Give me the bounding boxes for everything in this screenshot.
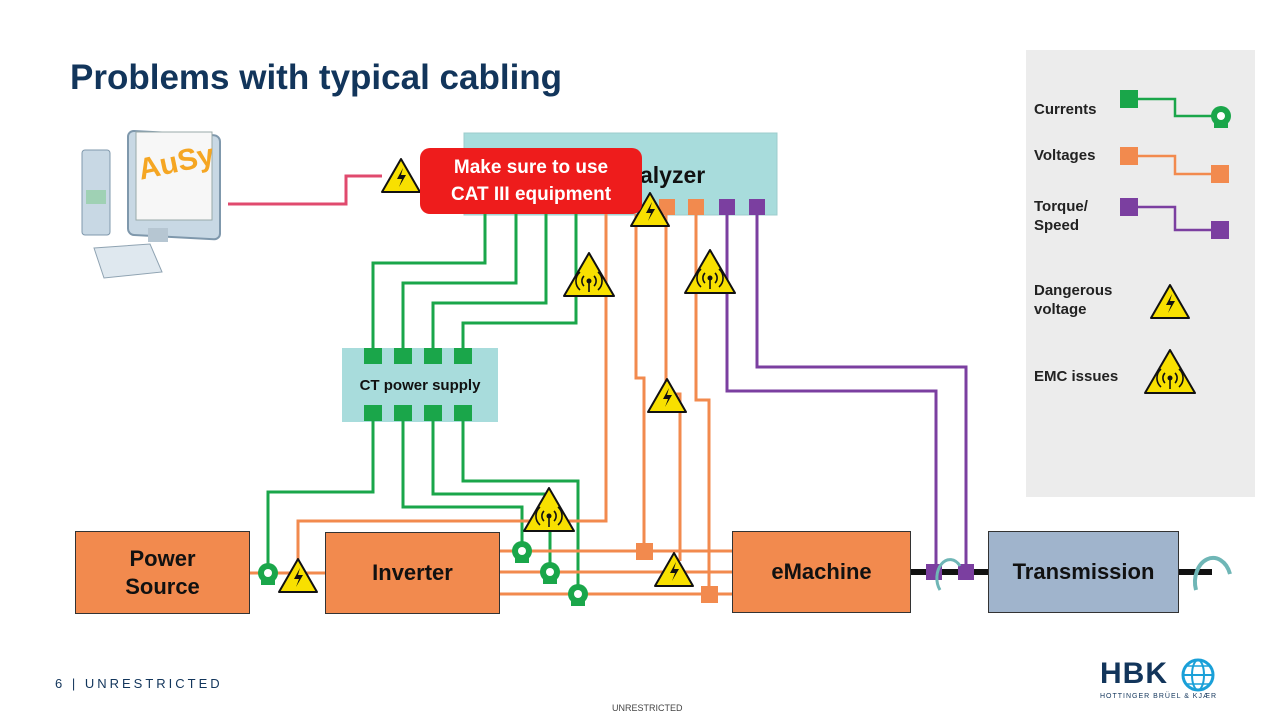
legend-currents: Currents bbox=[1034, 101, 1097, 118]
torque-speed-wires bbox=[725, 214, 968, 572]
current-wires-upper bbox=[371, 214, 578, 348]
voltage-tap-points bbox=[636, 543, 718, 603]
hbk-logo: HBK bbox=[1100, 657, 1168, 690]
inverter-box: Inverter bbox=[325, 532, 500, 614]
drive-shaft bbox=[911, 556, 1232, 591]
transmission-box: Transmission bbox=[988, 531, 1179, 613]
footer-page-info: 6 | UNRESTRICTED bbox=[55, 676, 223, 691]
emc-warning-icons bbox=[523, 249, 736, 532]
classification-label: UNRESTRICTED bbox=[84, 676, 223, 691]
hbk-logo-subtitle: HOTTINGER BRÜEL & KJÆR bbox=[1100, 693, 1218, 700]
cat-iii-callout: Make sure to use CAT III equipment bbox=[420, 148, 642, 214]
slide-title: Problems with typical cabling bbox=[70, 58, 563, 97]
ausy-computer-icon bbox=[81, 130, 221, 279]
page-number: 6 bbox=[55, 676, 66, 691]
emachine-box: eMachine bbox=[732, 531, 911, 613]
legend-dangerous-voltage: Dangerous voltage bbox=[1034, 282, 1113, 318]
ct-power-supply-label: CT power supply bbox=[359, 377, 481, 394]
footer-center-label: UNRESTRICTED bbox=[612, 703, 683, 713]
analyzer-voltage-terminals bbox=[659, 199, 704, 215]
legend-graphics bbox=[1120, 90, 1231, 394]
hbk-globe-icon bbox=[1181, 658, 1215, 692]
legend-voltages: Voltages bbox=[1034, 147, 1096, 164]
analyzer-label: alyzer bbox=[640, 162, 706, 188]
ethernet-cable bbox=[228, 174, 382, 206]
ct-power-supply-terminals bbox=[364, 348, 472, 421]
legend-emc-issues: EMC issues bbox=[1034, 368, 1119, 385]
legend-torque-speed: Torque/ Speed bbox=[1034, 198, 1088, 234]
power-source-box: Power Source bbox=[75, 531, 250, 614]
analyzer-torque-terminals bbox=[719, 199, 765, 215]
